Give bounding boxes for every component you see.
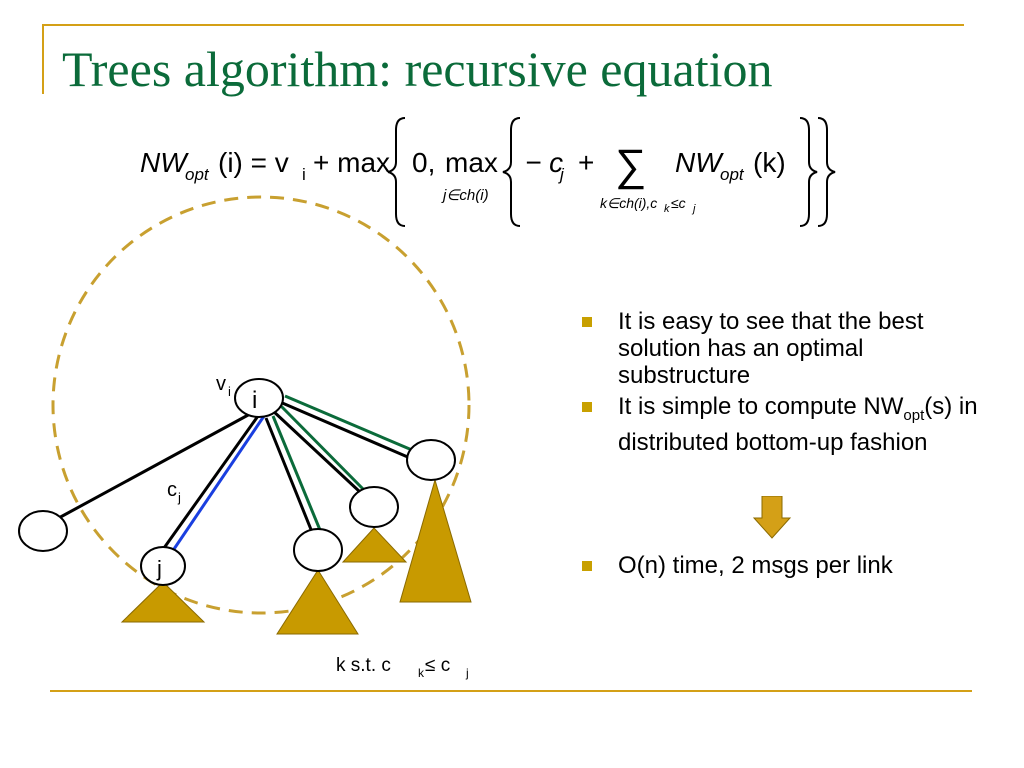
root-label: i (252, 387, 257, 414)
edge-right-green (284, 394, 413, 452)
eq-lhs-arg: (i) = v (218, 147, 289, 178)
edge-j-black (162, 415, 260, 549)
eq-lhs-sub: opt (185, 165, 210, 184)
eq-zero: 0, (412, 147, 435, 178)
eq-sum-sub-j: j (691, 203, 696, 215)
bullet-text-a: It is simple to compute NW (618, 393, 904, 420)
square-bullet-icon (582, 402, 592, 412)
eq-max2-sub: j∈ch(i) (441, 187, 489, 204)
caption-j-sub: j (465, 666, 469, 680)
edge-right-black (279, 400, 411, 460)
caption-main: k s.t. c (336, 655, 391, 676)
vi-sub: i (228, 384, 231, 399)
edge-left-leaf (54, 412, 251, 522)
bullet-text: It is easy to see that the best solution… (618, 308, 924, 389)
edge-mid-green (271, 415, 322, 531)
right-brace-outer (817, 117, 836, 227)
eq-sum-sub: k∈ch(i),c (600, 195, 657, 211)
eq-minus-c: − c (525, 147, 563, 178)
eq-plus: + (578, 147, 594, 178)
subtree-triangle-right (399, 478, 472, 603)
bullet-list-2: O(n) time, 2 msgs per link (580, 552, 990, 583)
cj-sub: j (177, 490, 181, 505)
bullet-text-b: (s) in distributed bottom-up fashion (618, 393, 978, 456)
down-arrow-icon (752, 496, 792, 539)
bullet-item: O(n) time, 2 msgs per link (580, 552, 990, 579)
bullet-list: It is easy to see that the best solution… (580, 308, 990, 460)
edge-mid-black (264, 417, 314, 533)
child-node-right (406, 439, 456, 481)
eq-sum: ∑ (615, 141, 646, 190)
bullet-item: It is easy to see that the best solution… (580, 308, 990, 389)
root-node-i (234, 378, 284, 418)
cj-label: c (167, 479, 177, 501)
bottom-rule (50, 690, 972, 692)
subtree-triangle-j (120, 581, 206, 623)
left-brace-inner (502, 117, 521, 227)
subtree-boundary-circle (51, 195, 471, 615)
child-node-j (140, 546, 186, 586)
child-node-mid (293, 528, 343, 572)
bullet-item: It is simple to compute NWopt(s) in dist… (580, 393, 990, 456)
square-bullet-icon (582, 561, 592, 571)
caption-k-sub: k (418, 666, 425, 680)
eq-plus-max: + max (313, 147, 390, 178)
top-rule (42, 24, 964, 26)
left-brace-outer (387, 117, 406, 227)
child-node-small (349, 486, 399, 528)
square-bullet-icon (582, 317, 592, 327)
caption-le: ≤ c (425, 655, 450, 676)
eq-c-sub: j (558, 165, 565, 184)
eq-rhs-sub: opt (720, 165, 745, 184)
edge-small-green (278, 403, 369, 495)
eq-rhs-arg: (k) (753, 147, 786, 178)
edge-j-blue (170, 415, 266, 553)
leaf-node-left (18, 510, 68, 552)
right-brace-inner (799, 117, 818, 227)
subtree-triangle-mid (276, 569, 359, 635)
eq-sum-sub-tail: ≤c (671, 195, 686, 211)
subtree-triangle-small (341, 527, 408, 563)
eq-rhs-nw: NW (675, 147, 724, 178)
left-rule (42, 24, 44, 94)
recursive-equation: NW opt (i) = v i + max 0, max j∈ch(i) − … (140, 117, 836, 227)
edge-small-black (270, 408, 362, 494)
bullet-text: O(n) time, 2 msgs per link (618, 552, 893, 579)
eq-sum-sub-k: k (664, 203, 670, 215)
eq-lhs-nw: NW (140, 147, 189, 178)
eq-lhs-vsub: i (302, 165, 306, 184)
bullet-text-sub: opt (903, 406, 925, 424)
vi-label: v (216, 373, 226, 395)
j-label: j (156, 556, 162, 581)
eq-max2: max (445, 147, 498, 178)
slide-title: Trees algorithm: recursive equation (62, 41, 773, 97)
